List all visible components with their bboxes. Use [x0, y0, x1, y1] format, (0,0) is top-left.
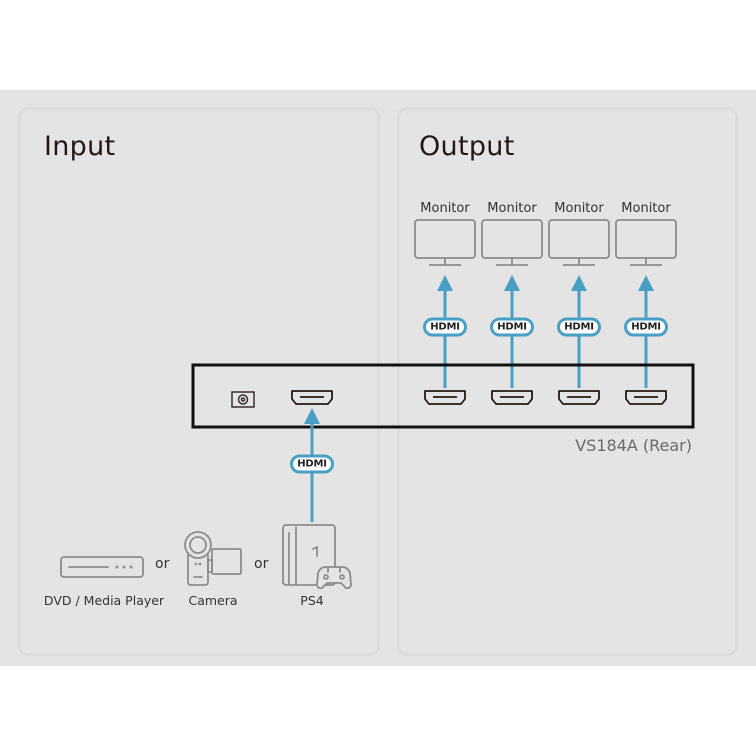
hdmi-out-port-icon	[558, 390, 600, 405]
output-cable	[437, 275, 453, 388]
hdmi-in-port-icon	[291, 390, 333, 405]
source-label: PS4	[300, 593, 324, 608]
camera-icon	[184, 531, 242, 586]
arrow-up-icon	[638, 275, 654, 291]
output-title: Output	[419, 131, 515, 162]
hdmi-out-port-icon	[625, 390, 667, 405]
monitor-label: Monitor	[420, 201, 470, 216]
device-rear-panel	[191, 363, 695, 429]
dvd-player-icon	[60, 556, 144, 578]
or-separator: or	[155, 556, 170, 572]
arrow-up-icon	[571, 275, 587, 291]
power-jack-icon	[231, 391, 255, 408]
output-cable	[638, 275, 654, 388]
monitors	[414, 219, 677, 266]
output-cables	[437, 275, 654, 388]
hdmi-out-port-icon	[491, 390, 533, 405]
source-label: Camera	[188, 593, 238, 608]
output-cable	[571, 275, 587, 388]
monitor-icon	[615, 219, 677, 266]
or-separator: or	[254, 556, 269, 572]
game-console-icon	[282, 524, 352, 590]
arrow-up-icon	[304, 408, 320, 424]
hdmi-cable-label: HDMI	[490, 317, 534, 337]
source-label: DVD / Media Player	[43, 593, 165, 608]
hdmi-cable-label: HDMI	[624, 317, 668, 337]
monitor-label: Monitor	[487, 201, 537, 216]
input-title: Input	[44, 131, 116, 162]
hdmi-cable-label: HDMI	[423, 317, 467, 337]
hdmi-cable-label: HDMI	[557, 317, 601, 337]
output-panel	[397, 107, 738, 656]
arrow-up-icon	[437, 275, 453, 291]
output-cable	[504, 275, 520, 388]
monitor-icon	[481, 219, 543, 266]
device-model-label: VS184A (Rear)	[575, 436, 692, 455]
monitor-icon	[414, 219, 476, 266]
monitor-icon	[548, 219, 610, 266]
arrow-up-icon	[504, 275, 520, 291]
hdmi-cable-label: HDMI	[290, 454, 334, 474]
monitor-label: Monitor	[621, 201, 671, 216]
hdmi-out-port-icon	[424, 390, 466, 405]
monitor-label: Monitor	[554, 201, 604, 216]
